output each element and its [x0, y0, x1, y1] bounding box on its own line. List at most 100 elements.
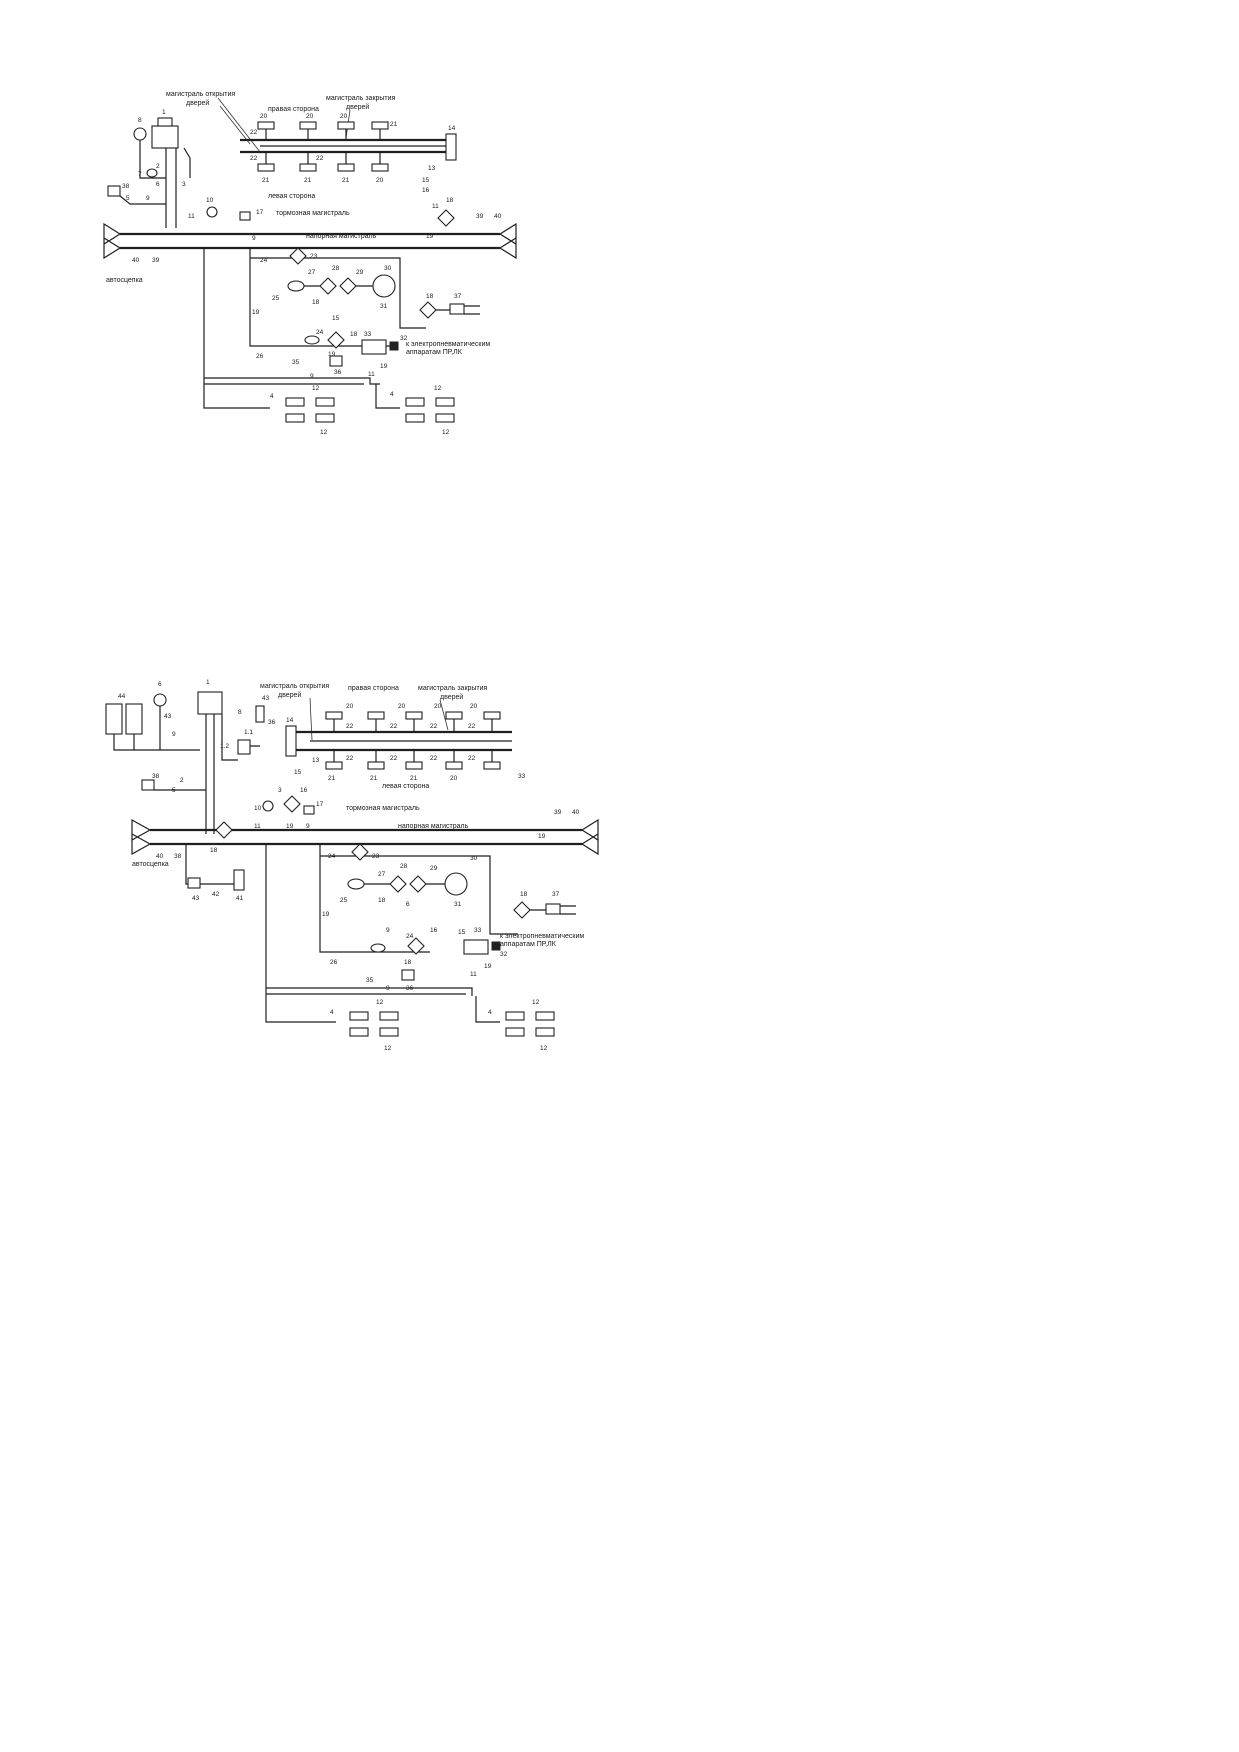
num-20c: 20 [340, 113, 348, 120]
num-8: 8 [238, 709, 242, 716]
label-close-main: магистраль закрытия [418, 685, 488, 692]
pressure-gauge-8 [133, 127, 147, 141]
label-close-main: магистраль закрытия [326, 95, 396, 102]
item-17 [303, 805, 315, 815]
num-23: 23 [310, 253, 318, 260]
num-22b: 22 [390, 723, 398, 730]
num-39b: 39 [476, 213, 484, 220]
num-19c: 19 [322, 911, 330, 918]
num-25: 25 [272, 295, 280, 302]
num-1: 1 [206, 679, 210, 686]
num-20e: 20 [450, 775, 458, 782]
num-38a: 38 [152, 773, 160, 780]
num-4b: 4 [390, 391, 394, 398]
valve-block-14 [285, 725, 297, 757]
num-15: 15 [294, 769, 302, 776]
reservoir-31 [444, 872, 468, 896]
label-to-apparatus: к электропневматическим [500, 933, 584, 940]
num-32: 32 [500, 951, 508, 958]
num-33: 33 [364, 331, 372, 338]
num-9c: 9 [386, 927, 390, 934]
num-38b: 38 [174, 853, 182, 860]
door-cylinders-left [325, 750, 501, 770]
num-43b: 43 [164, 713, 172, 720]
pressure-gauge-10 [262, 800, 274, 812]
num-25: 25 [340, 897, 348, 904]
num-43a: 43 [262, 695, 270, 702]
num-15b: 15 [332, 315, 340, 322]
label-pressure-main: напорная магистраль [398, 823, 469, 830]
num-18: 18 [446, 197, 454, 204]
num-17: 17 [316, 801, 324, 808]
num-40b: 40 [572, 809, 580, 816]
num-15b: 15 [458, 929, 466, 936]
item-43c [187, 877, 201, 889]
num-23: 23 [372, 853, 380, 860]
num-24b: 24 [406, 933, 414, 940]
num-20d: 20 [470, 703, 478, 710]
num-22a: 22 [250, 129, 258, 136]
num-11b: 11 [432, 203, 439, 210]
num-22e: 22 [346, 755, 354, 762]
num-21b: 21 [370, 775, 378, 782]
num-1: 1 [162, 109, 166, 116]
num-16: 16 [422, 187, 430, 194]
num-18c: 18 [426, 293, 434, 300]
num-22d: 22 [468, 723, 476, 730]
num-41: 41 [236, 895, 244, 902]
num-14: 14 [448, 125, 456, 132]
num-9c: 9 [310, 373, 314, 380]
num-21a: 21 [328, 775, 336, 782]
num-37: 37 [552, 891, 560, 898]
valve-block-14 [445, 133, 457, 161]
label-left-side: левая сторона [268, 193, 315, 200]
item-38 [141, 779, 155, 791]
num-6: 6 [156, 181, 160, 188]
num-13: 13 [312, 757, 320, 764]
num-20b: 20 [306, 113, 314, 120]
num-35: 35 [292, 359, 300, 366]
label-brake-main: тормозная магистраль [346, 805, 420, 812]
num-39: 39 [554, 809, 562, 816]
num-11a: 11 [188, 213, 195, 220]
num-40a: 40 [156, 853, 164, 860]
num-18b: 18 [312, 299, 320, 306]
num-40a: 40 [132, 257, 140, 264]
label-right-side: правая сторона [268, 106, 319, 113]
num-4a: 4 [330, 1009, 334, 1016]
num-4a: 4 [270, 393, 274, 400]
label-left-side: левая сторона [382, 783, 429, 790]
num-29: 29 [430, 865, 438, 872]
label-open-main: магистраль открытия [260, 683, 329, 690]
num-9a: 9 [172, 731, 176, 738]
num-26: 26 [330, 959, 338, 966]
num-6b: 6 [406, 901, 410, 908]
label-coupler: автосцепка [132, 861, 169, 868]
num-32: 32 [400, 335, 408, 342]
label-pressure-main: напорная магистраль [306, 233, 377, 240]
num-33: 33 [474, 927, 482, 934]
num-26: 26 [256, 353, 264, 360]
label-brake-main: тормозная магистраль [276, 210, 350, 217]
item-44b [125, 703, 143, 735]
item-38 [107, 185, 121, 197]
door-cylinders-right [257, 121, 389, 140]
num-22h: 22 [468, 755, 476, 762]
door-cylinders-right [325, 711, 501, 732]
label-open-main-2: дверей [278, 691, 301, 699]
num-40b: 40 [494, 213, 502, 220]
num-18d: 18 [404, 959, 412, 966]
item-36 [329, 355, 343, 367]
num-1-2: 1.2 [220, 743, 229, 750]
num-24a: 24 [328, 853, 336, 860]
num-12b: 12 [320, 429, 328, 436]
item-33 [361, 339, 387, 355]
num-3: 3 [278, 787, 282, 794]
label-to-apparatus-2: аппаратам ПР,ЛК [500, 941, 557, 948]
num-4b: 4 [488, 1009, 492, 1016]
num-22c: 22 [430, 723, 438, 730]
num-22a: 22 [346, 723, 354, 730]
brake-cylinders-left [285, 397, 335, 423]
num-9b: 9 [306, 823, 310, 830]
num-12b: 12 [384, 1045, 392, 1052]
